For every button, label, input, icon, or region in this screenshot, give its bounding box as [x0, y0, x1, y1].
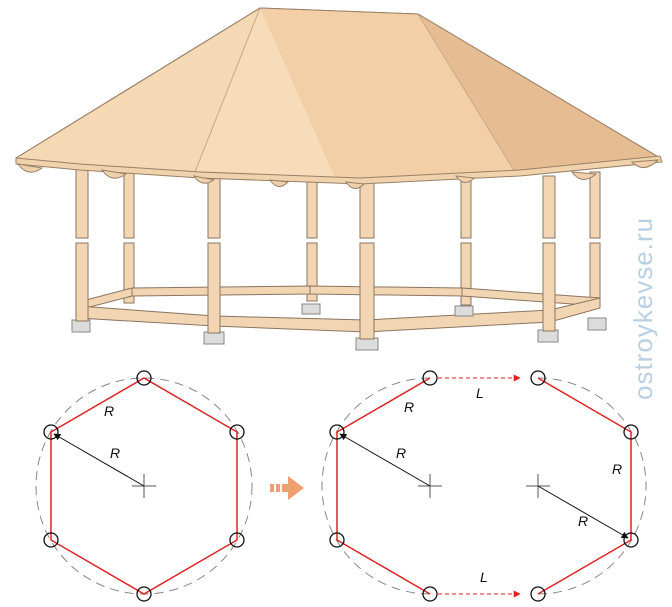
radius-arrow: [53, 433, 145, 487]
offset-label-top: L: [476, 385, 484, 401]
roof: [15, 7, 663, 189]
side-label: R: [104, 403, 114, 419]
offset-label-bottom: L: [480, 569, 488, 585]
center-crosshairs: [418, 474, 550, 498]
hexagon-diagram-right: R R R R L L: [321, 370, 647, 602]
radius-label-right: R: [578, 513, 588, 529]
gazebo: [15, 7, 663, 351]
corner-post-markers: [43, 370, 245, 602]
radius-arrow-left: [339, 433, 431, 487]
corner-post-markers: [329, 370, 639, 602]
radius-label: R: [110, 445, 120, 461]
post-feet: [71, 303, 607, 351]
side-label-left: R: [404, 399, 414, 415]
right-half-circle: [537, 377, 647, 595]
side-label-right: R: [612, 461, 622, 477]
left-half-circle: [321, 377, 431, 595]
radius-arrow-right: [537, 485, 629, 539]
hexagon-diagram-left: R R: [35, 370, 253, 602]
right-arrow-icon: [270, 476, 304, 500]
watermark: ostroykevse.ru: [628, 217, 658, 400]
front-posts: [75, 165, 556, 340]
right-hexagon-part: [537, 377, 632, 595]
left-hexagon-part: [336, 377, 431, 595]
radius-label-left: R: [396, 445, 406, 461]
floor-frame: [77, 285, 601, 333]
hexagon-outline: [50, 377, 238, 595]
